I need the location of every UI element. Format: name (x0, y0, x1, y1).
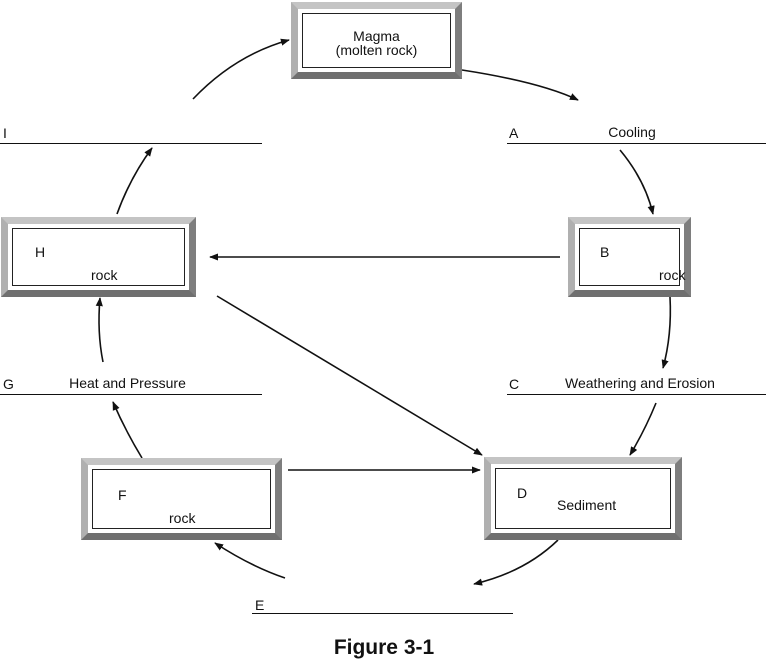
arrow-g-to-h (95, 297, 104, 363)
blank-c-line (507, 394, 766, 395)
box-f-letter: F (118, 487, 127, 503)
blank-g-text: Heat and Pressure (69, 375, 186, 391)
blank-i-line (0, 143, 262, 144)
blank-c-letter: C (509, 376, 520, 392)
arrow-h-to-i (116, 147, 153, 215)
box-h-letter: H (35, 244, 46, 260)
arrow-i-to-magma (192, 38, 290, 100)
box-b: B rock (568, 217, 691, 297)
blank-e-line (252, 613, 513, 614)
magma-sublabel: (molten rock) (335, 42, 418, 58)
blank-g-letter: G (3, 376, 14, 392)
box-d: D Sediment (484, 457, 682, 540)
arrow-magma-to-cooling (461, 69, 579, 101)
figure-title: Figure 3-1 (333, 636, 435, 659)
arrow-f-to-g (112, 401, 143, 459)
blank-c-text: Weathering and Erosion (565, 375, 715, 391)
box-f-label: rock (169, 510, 196, 526)
arrow-h-to-d (216, 295, 483, 456)
blank-a-line (507, 143, 766, 144)
blank-a-letter: A (509, 125, 519, 141)
box-d-label: Sediment (557, 497, 617, 513)
blank-a-text: Cooling (608, 124, 656, 140)
arrow-cooling-to-b (619, 149, 655, 215)
magma-box: Magma (molten rock) (291, 2, 462, 79)
blank-e-letter: E (255, 597, 265, 613)
box-d-letter: D (517, 485, 528, 501)
arrow-d-to-e (473, 539, 559, 586)
arrow-b-to-weathering (661, 296, 672, 369)
box-b-label: rock (659, 267, 686, 283)
box-f: F rock (81, 458, 282, 540)
blank-i-letter: I (3, 125, 7, 141)
magma-label: Magma (353, 28, 400, 44)
box-h-label: rock (91, 267, 118, 283)
box-b-letter: B (600, 244, 610, 260)
arrow-e-to-f (214, 542, 286, 579)
blank-g-line (0, 394, 262, 395)
arrow-weathering-to-d (629, 402, 657, 456)
box-h: H rock (1, 217, 196, 297)
